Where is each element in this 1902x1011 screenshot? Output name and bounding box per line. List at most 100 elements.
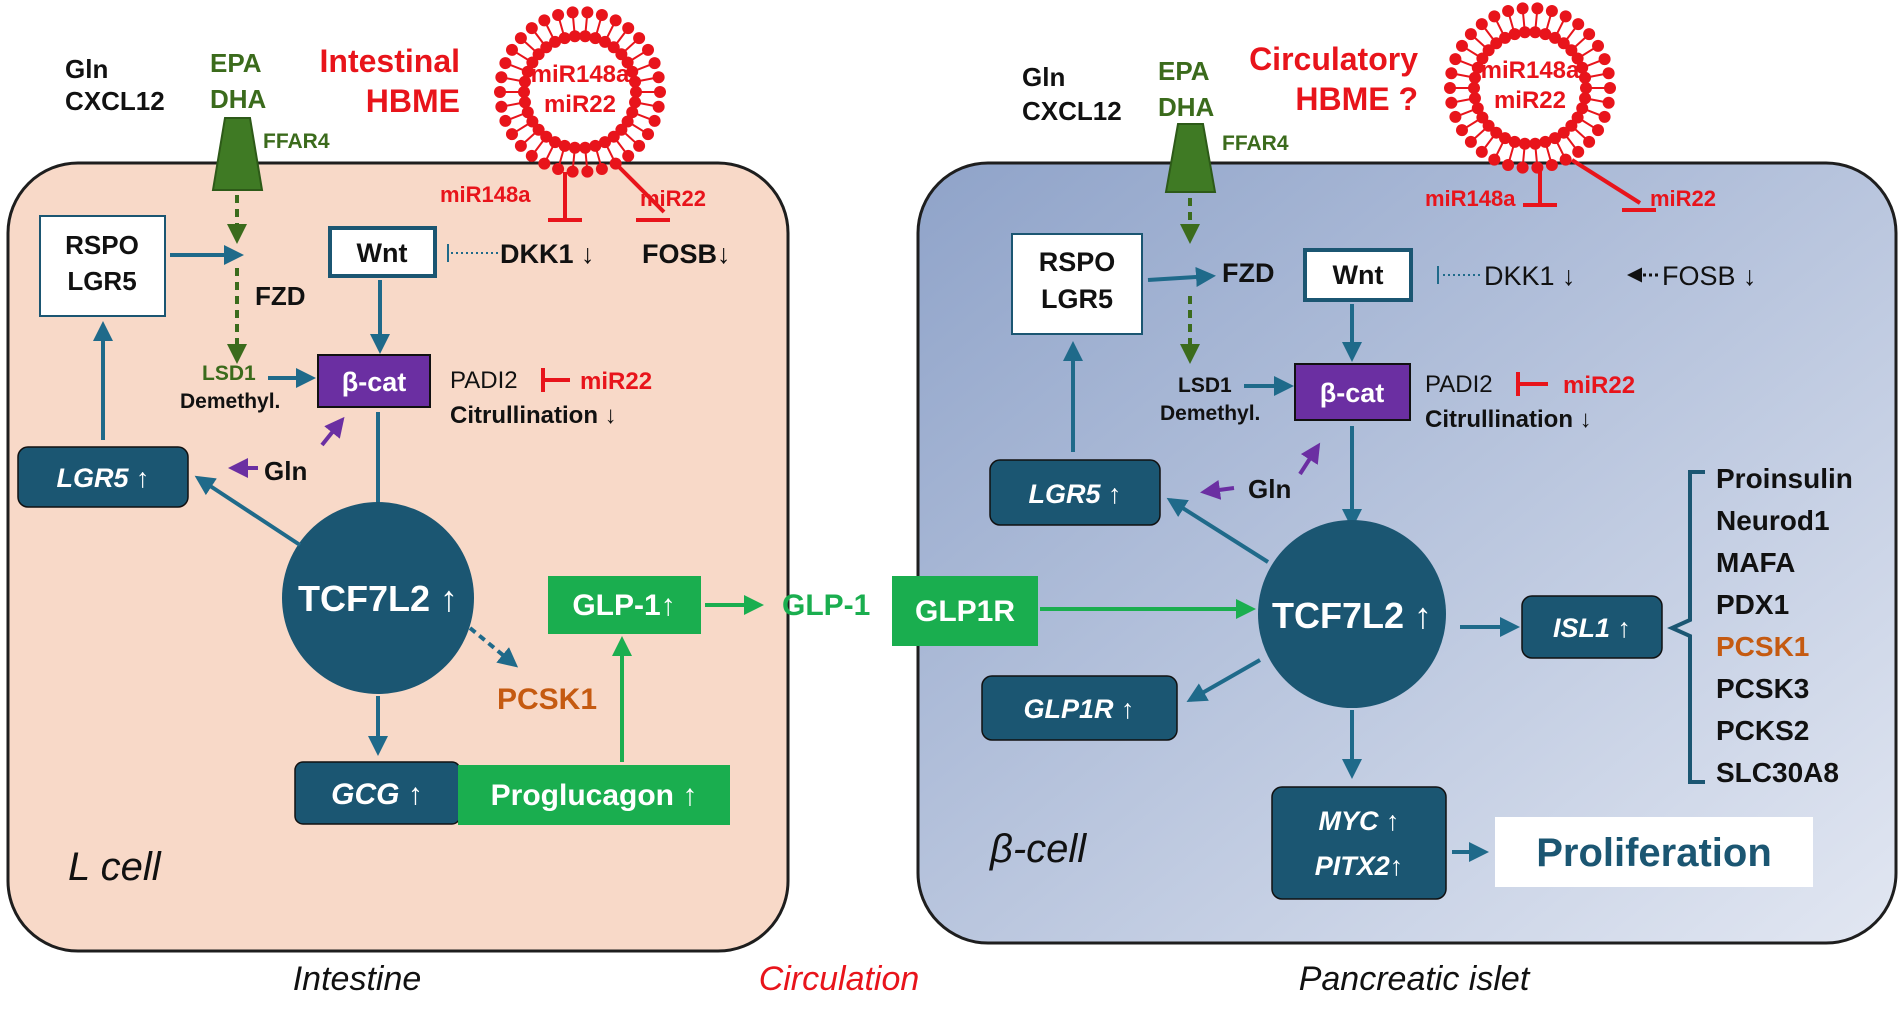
vesicle-head <box>629 96 642 109</box>
left-proglucagon: Proglucagon ↑ <box>491 779 698 812</box>
left-fosb: FOSB↓ <box>642 239 731 269</box>
left-tcf7l2-node <box>282 502 474 694</box>
vesicle-head <box>568 141 581 154</box>
left-gln: Gln <box>65 54 108 84</box>
left-lgr5-up: LGR5 ↑ <box>56 463 149 493</box>
vesicle-head <box>1592 39 1605 52</box>
vesicle-head <box>514 139 527 152</box>
left-padi2: PADI2 <box>450 367 518 394</box>
vesicle-head <box>552 9 565 22</box>
vesicle-head <box>518 86 530 98</box>
right-rspo-lgr5-box <box>1011 233 1143 335</box>
left-dkk1: DKK1 ↓ <box>500 239 595 269</box>
vesicle-head <box>558 139 571 152</box>
vesicle-head <box>1518 137 1531 150</box>
vesicle-head <box>595 9 608 22</box>
vesicle-head <box>1476 52 1489 65</box>
right-mir148a-label: miR148a <box>1425 186 1516 211</box>
left-dha: DHA <box>210 84 267 114</box>
vesicle-head <box>1557 37 1570 50</box>
vesicle-head <box>540 41 553 54</box>
vesicle-head <box>581 6 594 19</box>
middle-glp1: GLP-1 <box>782 589 870 622</box>
vesicle-head <box>652 100 665 113</box>
vesicle-head <box>1539 28 1552 41</box>
vesicle-head <box>1445 67 1458 80</box>
right-proliferation: Proliferation <box>1536 831 1772 875</box>
vesicle-head <box>1576 102 1589 115</box>
vesicle-head <box>514 32 527 45</box>
left-bcat-box <box>317 354 431 408</box>
left-hbme-title: Intestinal <box>320 43 460 79</box>
vesicle-head <box>1516 2 1529 15</box>
right-rspo: RSPO <box>1039 247 1116 277</box>
vesicle-head <box>1576 61 1589 74</box>
left-tcf-to-pcsk1-arrow <box>468 626 519 668</box>
right-target-bracket <box>1667 470 1705 784</box>
vesicle-head <box>642 43 655 56</box>
vesicle-head <box>621 56 634 69</box>
left-tcf-to-lgr5-arrow <box>194 475 302 547</box>
right-mir22-label: miR22 <box>1650 186 1716 211</box>
right-vesicle-mir22: miR22 <box>1494 87 1566 114</box>
vesicle-head <box>1583 135 1596 148</box>
right-vesicle-mir148a: miR148a <box>1481 57 1580 84</box>
vesicle-head <box>595 162 608 175</box>
vesicle-head <box>495 71 508 84</box>
beta-glp1r-receptor <box>892 576 1038 646</box>
vesicle-head <box>568 30 581 43</box>
left-hbme-subtitle: HBME <box>366 83 460 119</box>
vesicle-head <box>566 6 579 19</box>
vesicle-head <box>518 96 531 109</box>
target-gene: SLC30A8 <box>1716 757 1839 788</box>
right-wnt-box <box>1303 248 1413 302</box>
vesicle-head <box>622 149 635 162</box>
right-gln: Gln <box>1022 62 1065 92</box>
vesicle-head <box>633 32 646 45</box>
right-demethyl: Demethyl. <box>1160 402 1260 425</box>
vesicle-head <box>1464 135 1477 148</box>
left-vesicle-mir148a: miR148a <box>531 61 630 88</box>
right-padi2: PADI2 <box>1425 371 1493 398</box>
vesicle-head <box>1529 26 1542 39</box>
right-hbme-subtitle: HBME ? <box>1295 81 1418 117</box>
vesicle-head <box>1445 96 1458 109</box>
vesicle-head <box>1539 135 1552 148</box>
left-gln-to-bcat-arrow <box>320 416 345 447</box>
right-myc-pitx2-box <box>1271 786 1447 900</box>
vesicle-head <box>621 115 634 128</box>
left-tcf7l2: TCF7L2 ↑ <box>298 578 458 619</box>
vesicle-head <box>1598 53 1611 66</box>
vesicle-head <box>1516 161 1529 174</box>
vesicle-head <box>1571 111 1584 124</box>
vesicle-head <box>1583 28 1596 41</box>
vesicle-head <box>1565 119 1578 132</box>
vesicle-head <box>494 86 506 98</box>
vesicle-head <box>1579 71 1592 84</box>
vesicle-head <box>1475 145 1488 158</box>
vesicle-head <box>1604 82 1616 94</box>
vesicle-head <box>1490 37 1503 50</box>
right-cell-label: β-cell <box>989 827 1087 871</box>
vesicle-head <box>518 75 531 88</box>
vesicle-head <box>615 123 628 136</box>
right-epa: EPA <box>1158 56 1210 86</box>
target-gene: MAFA <box>1716 547 1795 578</box>
vesicle-head <box>499 57 512 70</box>
target-gene: PCSK1 <box>1716 631 1809 662</box>
left-lsd1: LSD1 <box>202 362 256 385</box>
vesicle-head <box>1468 92 1481 105</box>
vesicle-head <box>1572 145 1585 158</box>
vesicle-head <box>589 32 602 45</box>
vesicle-head <box>579 30 592 43</box>
right-lgr5-box-label: LGR5 <box>1041 284 1113 314</box>
vesicle-head <box>505 43 518 56</box>
vesicle-head <box>1482 119 1495 132</box>
vesicle-head <box>1464 28 1477 41</box>
vesicle-head <box>1488 10 1501 23</box>
left-gln-inner: Gln <box>264 456 307 486</box>
vesicle-head <box>1557 126 1570 139</box>
right-lgr5-up: LGR5 ↑ <box>1028 479 1121 509</box>
vesicle-head <box>1471 102 1484 115</box>
